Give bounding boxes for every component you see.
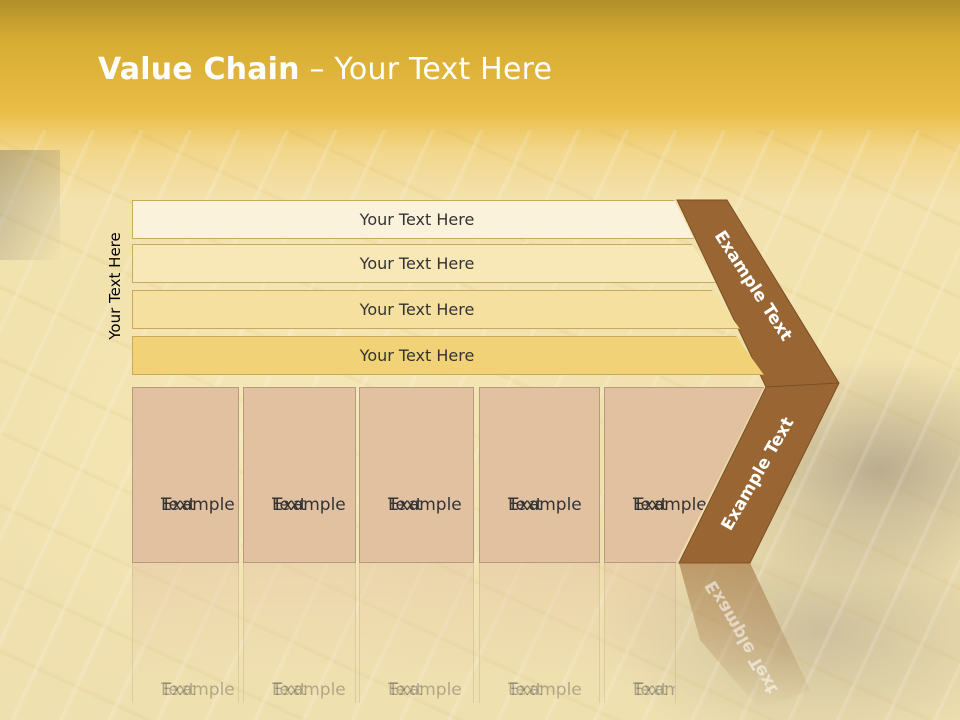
bar-label: Your Text Here <box>359 346 475 365</box>
side-label-text: Your Text Here <box>106 232 124 340</box>
title-bold: Value Chain <box>98 52 300 87</box>
title-rest: – Your Text Here <box>299 52 553 87</box>
bar-row-3: Your Text Here <box>132 290 740 329</box>
bar-label: Your Text Here <box>359 300 475 319</box>
bar-row-2: Your Text Here <box>132 244 716 283</box>
bar-row-4: Your Text Here <box>132 336 764 375</box>
background-shadow <box>0 150 60 260</box>
bar-label: Your Text Here <box>359 210 475 229</box>
bar-label: Your Text Here <box>359 254 475 273</box>
slide-title: Value Chain – Your Text Here <box>98 52 552 87</box>
bar-row-1: Your Text Here <box>132 200 694 239</box>
